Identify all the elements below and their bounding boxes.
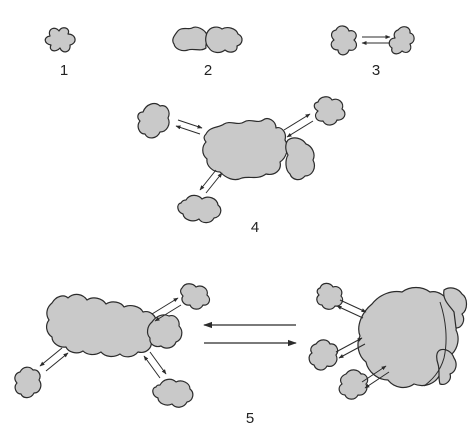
arrow — [143, 355, 161, 379]
arrow — [199, 169, 217, 191]
particle-blob — [285, 137, 316, 181]
panel-2-particle-pair — [172, 26, 243, 54]
particle-blob — [146, 314, 183, 349]
panel-label-1: 1 — [59, 62, 69, 79]
particle-blob — [180, 283, 211, 310]
arrow — [364, 371, 390, 389]
particle-blob — [316, 282, 344, 310]
panel-label-4: 4 — [250, 219, 260, 236]
panel-1-single-particle — [44, 27, 76, 53]
arrow — [39, 347, 63, 367]
particle-blob — [443, 287, 468, 329]
arrow — [336, 305, 364, 319]
particle-blob — [205, 26, 243, 54]
arrow — [175, 125, 201, 135]
panel-3-reversible-pair — [330, 25, 415, 56]
arrow — [149, 351, 167, 375]
particle-blob — [436, 348, 457, 385]
particle-blob — [177, 194, 222, 224]
panel-4-cluster-exchange — [137, 96, 346, 224]
particle-blob — [308, 339, 339, 371]
particle-blob — [172, 26, 208, 52]
particle-blob — [152, 378, 194, 408]
arrow — [205, 172, 223, 194]
arrow — [361, 365, 387, 383]
particle-blob — [14, 366, 42, 399]
particle-blob — [338, 369, 369, 400]
arrow — [286, 120, 314, 138]
arrow — [339, 299, 367, 313]
particle-blob — [313, 96, 346, 126]
panel-5-left-cluster — [14, 283, 211, 408]
arrow — [283, 113, 311, 131]
panel-5-right-cluster — [308, 282, 468, 400]
arrow — [154, 304, 182, 322]
particle-blob — [388, 26, 415, 55]
particle-blob — [44, 27, 76, 53]
particle-blob — [202, 117, 288, 181]
panel-label-5: 5 — [245, 410, 255, 427]
panel-5-right-contours — [423, 301, 447, 387]
arrow — [45, 352, 69, 372]
panel-label-3: 3 — [371, 62, 381, 79]
particle-blob — [137, 102, 170, 139]
panel-label-2: 2 — [203, 62, 213, 79]
arrow — [335, 337, 363, 353]
arrow — [177, 119, 203, 129]
particle-blob — [46, 293, 159, 358]
arrow — [151, 297, 179, 315]
particle-blob — [330, 25, 358, 56]
arrows — [39, 35, 391, 389]
arrow — [338, 343, 366, 359]
